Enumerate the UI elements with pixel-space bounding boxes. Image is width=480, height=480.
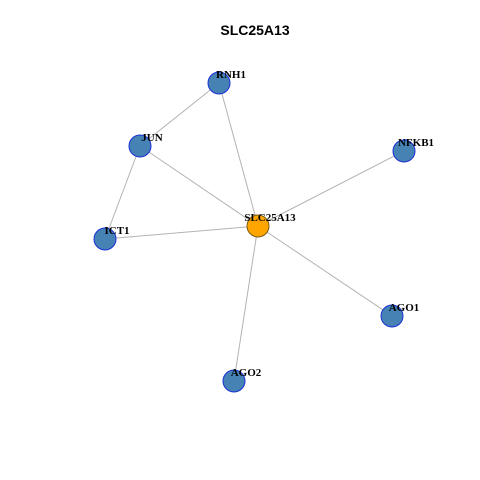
edge-jun-ict1 — [104, 145, 141, 240]
edge-jun-slc25a13 — [139, 145, 259, 227]
diagram-title: SLC25A13 — [220, 22, 289, 38]
node-label-ago1: AGO1 — [389, 302, 420, 314]
edge-ago2-slc25a13 — [233, 225, 259, 382]
node-nfkb1 — [392, 139, 416, 163]
node-label-slc25a13: SLC25A13 — [244, 212, 296, 224]
edge-ago1-slc25a13 — [257, 225, 393, 317]
node-label-ict1: ICT1 — [104, 225, 129, 237]
edge-ict1-slc25a13 — [104, 225, 259, 240]
node-label-jun: JUN — [141, 132, 162, 144]
node-ago2 — [222, 369, 246, 393]
node-slc25a13 — [246, 214, 270, 238]
edge-nfkb1-slc25a13 — [257, 150, 405, 227]
node-label-nfkb1: NFKB1 — [398, 137, 434, 149]
edge-rnh1-jun — [139, 82, 220, 147]
node-label-ago2: AGO2 — [231, 367, 262, 379]
edges-layer — [104, 82, 405, 382]
node-ago1 — [380, 304, 404, 328]
node-label-rnh1: RNH1 — [216, 69, 246, 81]
node-jun — [128, 134, 152, 158]
nodes-layer — [93, 71, 416, 393]
edge-rnh1-slc25a13 — [218, 82, 259, 227]
node-ict1 — [93, 227, 117, 251]
node-rnh1 — [207, 71, 231, 95]
